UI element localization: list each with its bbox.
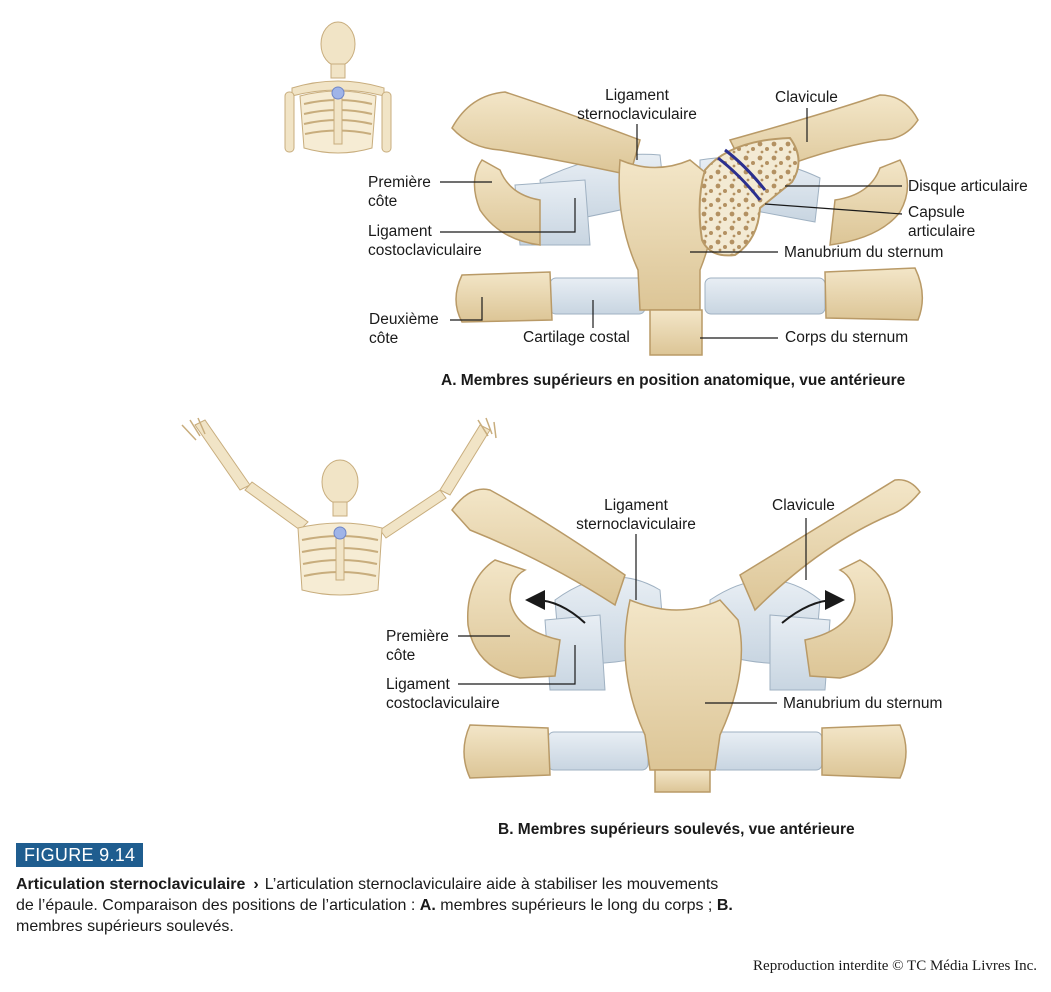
panel-a-leader-lines <box>440 108 903 339</box>
caption-arrow: › <box>253 876 259 893</box>
label-a-ligament-costoclaviculaire: Ligament costoclaviculaire <box>368 222 482 260</box>
caption-a-text: membres supérieurs le long du corps ; <box>440 897 713 914</box>
figure-caption: Articulation sternoclaviculaire ›L’articu… <box>16 874 736 937</box>
label-a-capsule-articulaire: Capsule articulaire <box>908 203 975 241</box>
label-line: Ligament <box>604 497 668 514</box>
label-a-ligament-sternoclaviculaire: Ligament sternoclaviculaire <box>573 86 701 124</box>
label-a-disque-articulaire: Disque articulaire <box>908 178 1028 195</box>
label-line: sternoclaviculaire <box>576 516 696 533</box>
label-b-ligament-costoclaviculaire: Ligament costoclaviculaire <box>386 675 500 713</box>
label-a-manubrium: Manubrium du sternum <box>784 244 944 261</box>
label-a-cartilage-costal: Cartilage costal <box>523 329 630 346</box>
panel-b-anatomy <box>451 479 921 793</box>
label-b-premiere-cote: Première côte <box>386 627 449 665</box>
caption-title: Articulation sternoclaviculaire <box>16 876 246 893</box>
label-line: Ligament <box>368 223 432 240</box>
label-line: Capsule <box>908 204 965 221</box>
label-line: Ligament <box>605 87 669 104</box>
label-b-clavicule: Clavicule <box>772 497 835 514</box>
panel-a-subtitle: A. Membres supérieurs en position anatom… <box>441 372 906 389</box>
label-line: Deuxième <box>369 311 439 328</box>
label-line: côte <box>368 193 398 210</box>
label-line: côte <box>369 330 399 347</box>
label-line: costoclaviculaire <box>386 695 500 712</box>
caption-b-label: B. <box>716 897 733 914</box>
panel-a-anatomy <box>451 91 924 356</box>
label-line: costoclaviculaire <box>368 242 482 259</box>
panel-b-leader-lines <box>458 518 807 704</box>
copyright-notice: Reproduction interdite © TC Média Livres… <box>753 958 1037 974</box>
label-b-manubrium: Manubrium du sternum <box>783 695 943 712</box>
label-line: Ligament <box>386 676 450 693</box>
label-a-clavicule: Clavicule <box>775 89 838 106</box>
label-line: articulaire <box>908 223 976 240</box>
label-line: sternoclaviculaire <box>577 106 697 123</box>
label-a-premiere-cote: Première côte <box>368 173 431 211</box>
label-a-corps-sternum: Corps du sternum <box>785 329 909 346</box>
label-line: côte <box>386 647 416 664</box>
label-line: Première <box>386 628 449 645</box>
caption-text: L’articulation sternoclaviculaire aide à… <box>16 876 719 914</box>
label-b-ligament-sternoclaviculaire: Ligament sternoclaviculaire <box>572 496 700 534</box>
label-a-deuxieme-cote: Deuxième côte <box>369 310 439 348</box>
caption-a-label: A. <box>419 897 436 914</box>
figure-number-badge: FIGURE 9.14 <box>16 843 144 867</box>
caption-b-text: membres supérieurs soulevés. <box>16 918 234 935</box>
skeleton-thumbnail-b <box>181 417 497 596</box>
label-line: Première <box>368 174 431 191</box>
skeleton-thumbnail-a <box>284 21 392 154</box>
panel-b-subtitle: B. Membres supérieurs soulevés, vue anté… <box>498 821 855 838</box>
